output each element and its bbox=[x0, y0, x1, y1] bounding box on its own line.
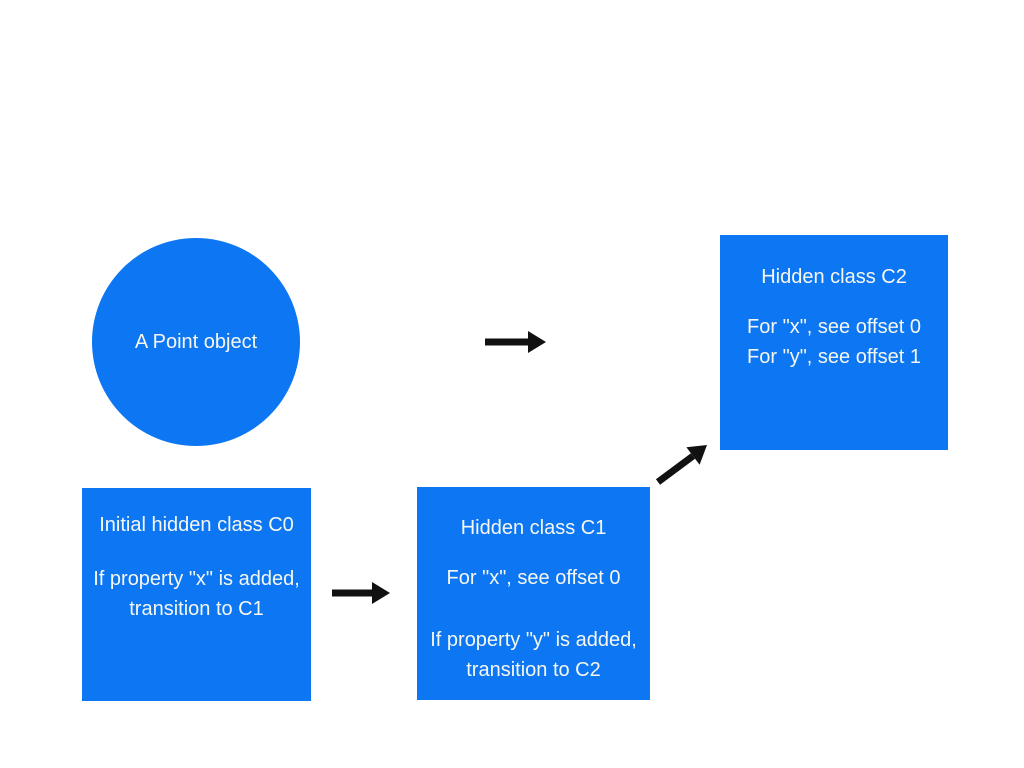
node-c0-line-transition-1: If property "x" is added, bbox=[93, 568, 300, 590]
arrow-c1-to-c2-icon bbox=[655, 445, 707, 485]
node-point-object: A Point object bbox=[92, 238, 300, 446]
node-c2-line-offset-x: For "x", see offset 0 bbox=[747, 316, 921, 338]
node-hidden-class-c1: Hidden class C1 For "x", see offset 0 If… bbox=[417, 487, 650, 700]
node-c1-line-transition-2: transition to C2 bbox=[466, 659, 601, 681]
node-c0-line-transition-2: transition to C1 bbox=[129, 598, 264, 620]
arrow-c0-to-c1-icon bbox=[332, 582, 390, 604]
node-hidden-class-c2: Hidden class C2 For "x", see offset 0 Fo… bbox=[720, 235, 948, 450]
node-c2-line-offset-y: For "y", see offset 1 bbox=[747, 346, 921, 368]
arrow-object-to-c2-icon bbox=[485, 331, 546, 353]
node-point-object-label: A Point object bbox=[134, 331, 258, 353]
node-c2-title: Hidden class C2 bbox=[761, 266, 907, 288]
node-c0-title: Initial hidden class C0 bbox=[99, 514, 294, 536]
node-c1-line-transition-1: If property "y" is added, bbox=[430, 629, 637, 651]
node-c1-title: Hidden class C1 bbox=[460, 517, 607, 539]
node-initial-hidden-class-c0: Initial hidden class C0 If property "x" … bbox=[82, 488, 311, 701]
node-c1-line-offset-x: For "x", see offset 0 bbox=[446, 567, 621, 589]
